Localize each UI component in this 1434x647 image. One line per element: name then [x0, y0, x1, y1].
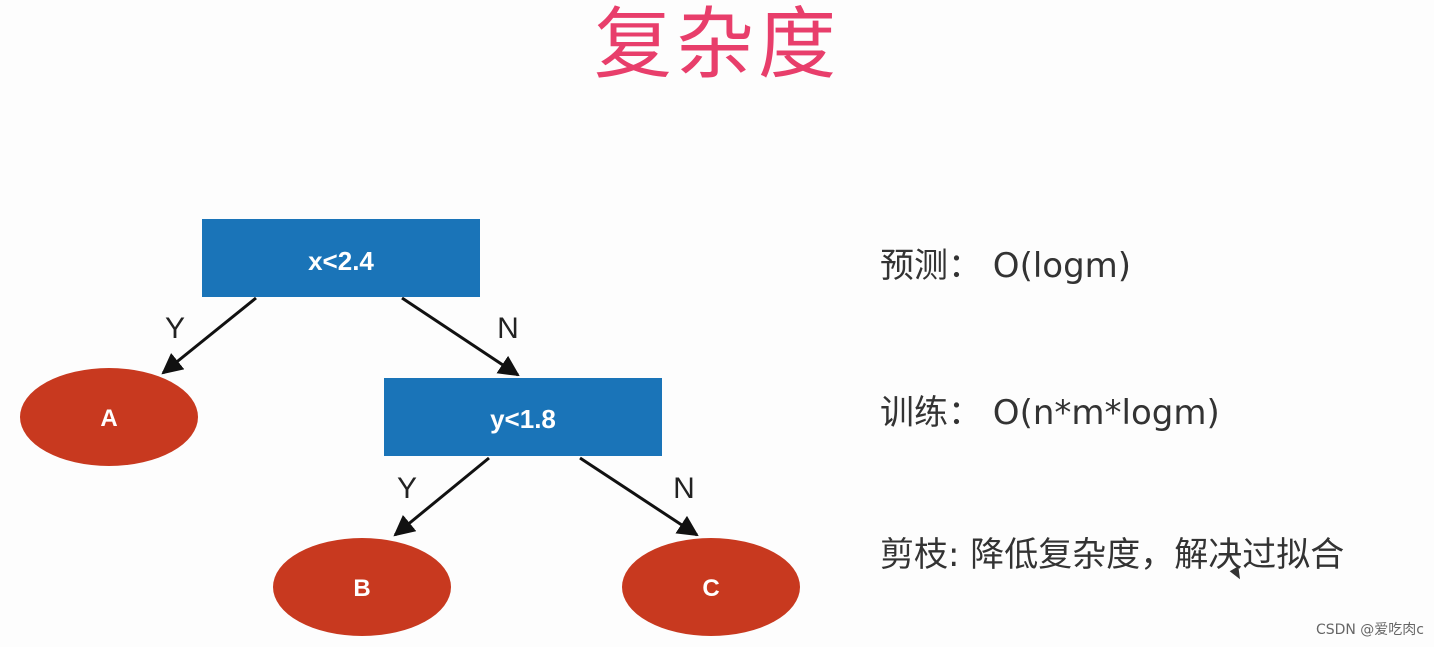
slide-title: 复杂度	[593, 0, 840, 90]
edge-root-to-node2	[401, 296, 520, 377]
second-decision-box	[384, 378, 662, 456]
leaf-c-label: C	[702, 575, 719, 602]
root-decision-label: x<2.4	[308, 246, 374, 276]
leaf-a-label: A	[100, 405, 117, 432]
edge-label-root-left: Y	[165, 312, 185, 345]
leaf-b-label: B	[353, 575, 370, 602]
watermark: CSDN @爱吃肉c	[1315, 622, 1424, 638]
second-decision-label: y<1.8	[490, 404, 556, 434]
leaf-b	[273, 538, 451, 636]
leaf-a	[20, 368, 198, 466]
leaf-c	[622, 538, 800, 636]
edge-root-to-a	[161, 296, 257, 375]
edge-label-node2-left: Y	[397, 472, 417, 505]
edge-label-root-right: N	[497, 312, 519, 345]
edge-node2-to-c	[579, 456, 699, 537]
decision-tree-diagram: Y N Y N x<2.4 y<1.8 A B C	[20, 219, 800, 636]
predict-complexity: 预测： O(logm)	[880, 246, 1132, 286]
train-complexity: 训练： O(n*m*logm)	[880, 393, 1220, 433]
edge-label-node2-right: N	[673, 472, 695, 505]
edge-node2-to-b	[393, 456, 490, 537]
pruning-note: 剪枝: 降低复杂度，解决过拟合	[880, 535, 1345, 575]
root-decision-box	[202, 219, 480, 297]
